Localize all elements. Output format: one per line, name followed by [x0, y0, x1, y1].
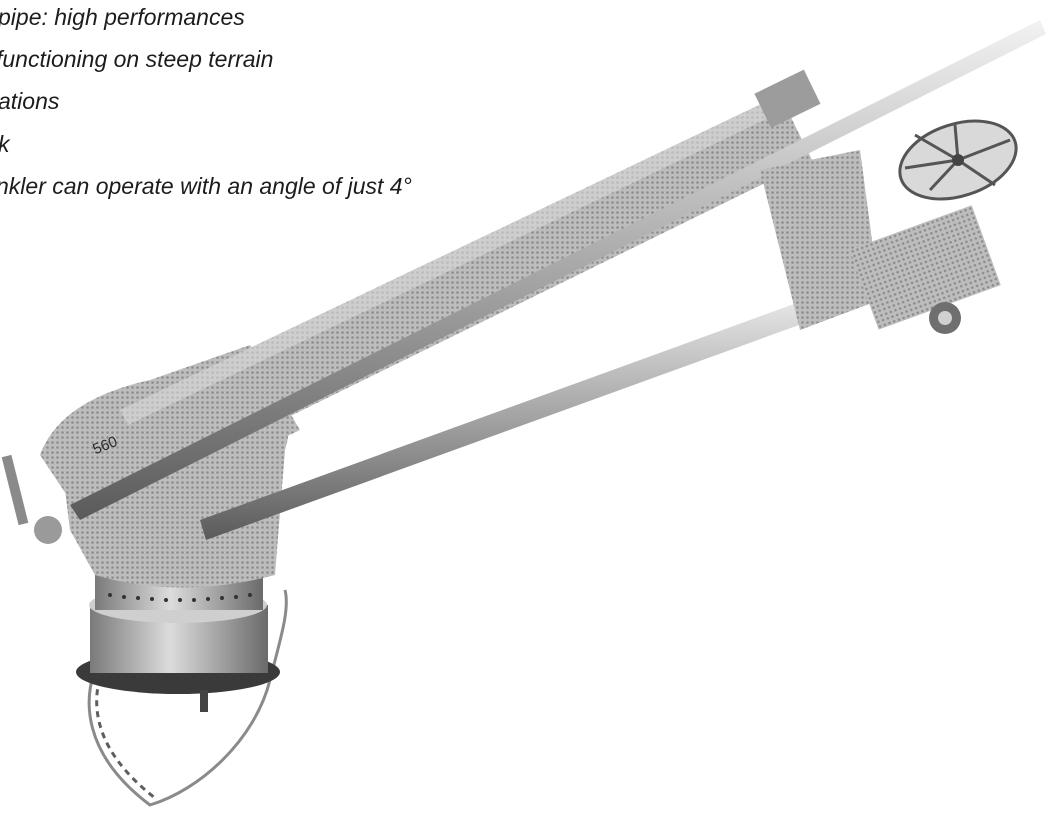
caption-line: nkler can operate with an angle of just … — [0, 173, 412, 199]
upper-rod — [70, 20, 1046, 520]
valve-handle-icon — [1, 454, 62, 544]
lower-rod — [200, 280, 868, 540]
fan-wheel-icon — [898, 119, 1018, 201]
caption-line: pipe: high performances — [0, 4, 245, 30]
caption-line: k — [0, 131, 10, 157]
main-barrel — [120, 69, 821, 480]
caption-line: ations — [0, 88, 60, 114]
base-coupling — [76, 575, 280, 712]
chain-icon — [87, 589, 288, 807]
feature-caption: pipe: high performances functioning on s… — [0, 0, 1051, 200]
caption-line: functioning on steep terrain — [0, 46, 274, 72]
drive-head — [760, 150, 1001, 334]
